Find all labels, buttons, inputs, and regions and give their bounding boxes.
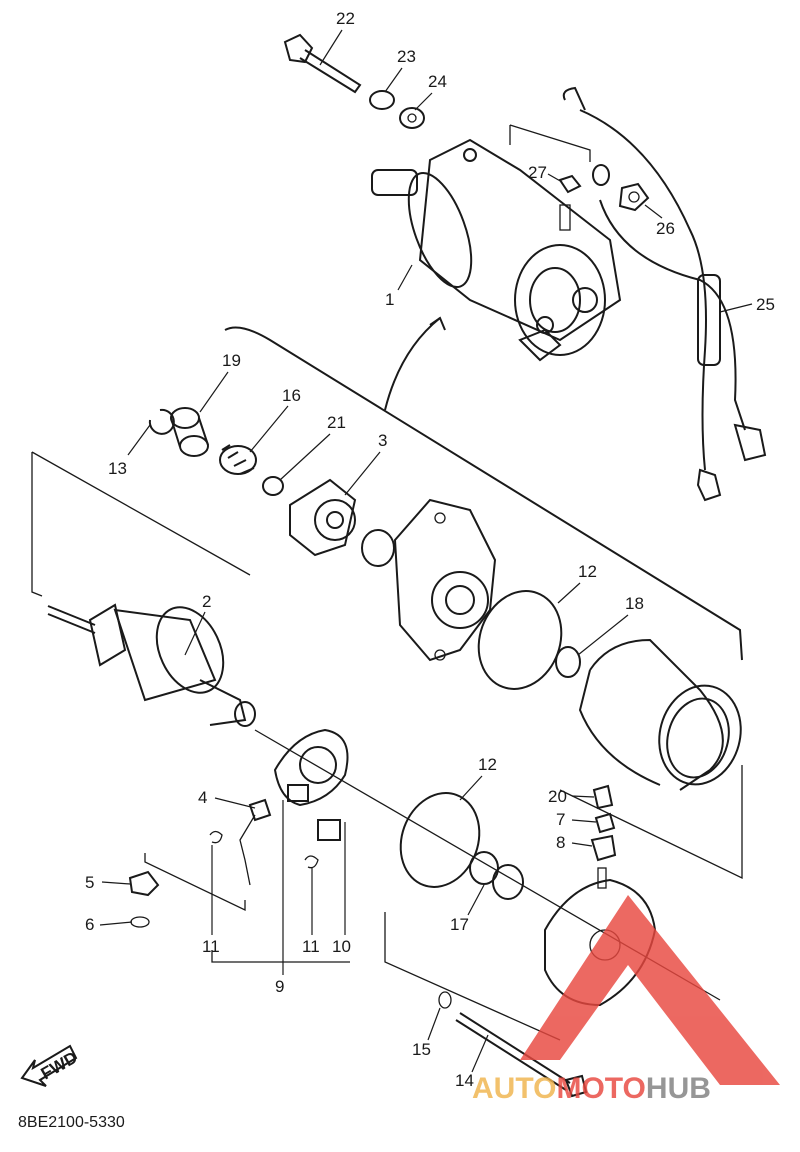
watermark-auto: AUTO: [472, 1072, 556, 1105]
callout-5: 5: [85, 873, 94, 892]
callout-26: 26: [656, 219, 675, 238]
washer-23: [369, 90, 395, 110]
circlip-13: [148, 408, 175, 435]
leader-line-15: [427, 1007, 441, 1041]
leader-line-21: [279, 433, 331, 481]
leader-line-27: [547, 173, 563, 183]
leader-line-7: [571, 819, 597, 823]
callout-24: 24: [428, 72, 447, 91]
washer-15: [438, 991, 452, 1009]
callout-10: 10: [332, 937, 351, 956]
leader-line-25: [719, 303, 753, 313]
callout-12: 12: [478, 755, 497, 774]
leader-line-14: [471, 1034, 489, 1073]
leader-line-6: [99, 921, 133, 926]
callout-3: 3: [378, 431, 387, 450]
yoke: [578, 638, 742, 791]
callout-13: 13: [108, 459, 127, 478]
callout-4: 4: [198, 788, 207, 807]
fwd-arrow-icon: FWD: [20, 1044, 81, 1087]
callout-9: 9: [275, 977, 284, 996]
nut-7: [594, 812, 616, 834]
leader-line-4: [214, 797, 256, 809]
washer-18: [555, 646, 581, 678]
leader-line-23: [384, 67, 403, 93]
leader-line-17: [467, 884, 485, 916]
brush-4: [248, 798, 272, 822]
callout-16: 16: [282, 386, 301, 405]
callout-15: 15: [412, 1040, 431, 1059]
grommet-5: [128, 870, 160, 897]
diagram-code: 8BE2100-5330: [18, 1114, 125, 1131]
cable-25: [562, 86, 767, 502]
callout-18: 18: [625, 594, 644, 613]
callout-17: 17: [450, 915, 469, 934]
callout-12: 12: [578, 562, 597, 581]
leader-line-24: [414, 92, 433, 111]
o-ring-12-upper: [477, 590, 563, 690]
leader-line-12: [459, 775, 483, 801]
leader-line-12: [557, 582, 581, 604]
bolt-14: [455, 1012, 588, 1098]
callout-8: 8: [556, 833, 565, 852]
leader-line-1: [397, 264, 413, 291]
brush-plate-9: [273, 728, 349, 841]
watermark-hub: HUB: [646, 1072, 711, 1105]
watermark-triangle-icon: [520, 895, 780, 1085]
watermark-moto: MOTO: [556, 1072, 645, 1105]
callout-20: 20: [548, 787, 567, 806]
washer-6: [130, 916, 150, 928]
bolt-22: [283, 33, 362, 94]
washer-21: [262, 476, 284, 496]
nut-27: [558, 174, 582, 194]
svg-text:AUTOMOTOHUB: AUTOMOTOHUB: [472, 1072, 711, 1105]
callout-19: 19: [222, 351, 241, 370]
callout-11: 11: [302, 937, 320, 956]
callout-14: 14: [455, 1071, 474, 1090]
watermark-logo: AUTOMOTOHUB: [472, 895, 780, 1105]
terminal-20: [592, 784, 614, 810]
callout-7: 7: [556, 810, 565, 829]
callout-11: 11: [202, 937, 220, 956]
callout-25: 25: [756, 295, 775, 314]
callout-2: 2: [202, 592, 211, 611]
o-ring-12-lower: [399, 792, 481, 888]
leader-line-16: [249, 405, 289, 453]
leader-line-13: [127, 424, 151, 456]
nut-26: [618, 182, 650, 212]
callout-21: 21: [327, 413, 346, 432]
collar-19: [170, 407, 209, 457]
leader-line-5: [101, 881, 131, 885]
leader-line-18: [577, 614, 629, 656]
callout-23: 23: [397, 47, 416, 66]
leader-line-20: [571, 795, 595, 798]
starter-motor-assembly: [371, 138, 622, 362]
leader-line-26: [644, 204, 663, 219]
armature-2: [47, 603, 256, 727]
pinion-gear-3: [289, 478, 357, 557]
leader-line-19: [199, 371, 229, 413]
leader-line-8: [571, 842, 593, 847]
leader-line-2: [184, 611, 206, 656]
callout-27: 27: [528, 163, 547, 182]
insulator-8: [590, 834, 617, 862]
washer-24: [399, 107, 425, 129]
callout-1: 1: [385, 290, 394, 309]
leader-line-3: [344, 451, 381, 496]
callout-22: 22: [336, 9, 355, 28]
spring-16: [219, 444, 257, 475]
callout-6: 6: [85, 915, 94, 934]
leader-line-22: [319, 29, 343, 66]
washer-17b: [492, 864, 524, 900]
